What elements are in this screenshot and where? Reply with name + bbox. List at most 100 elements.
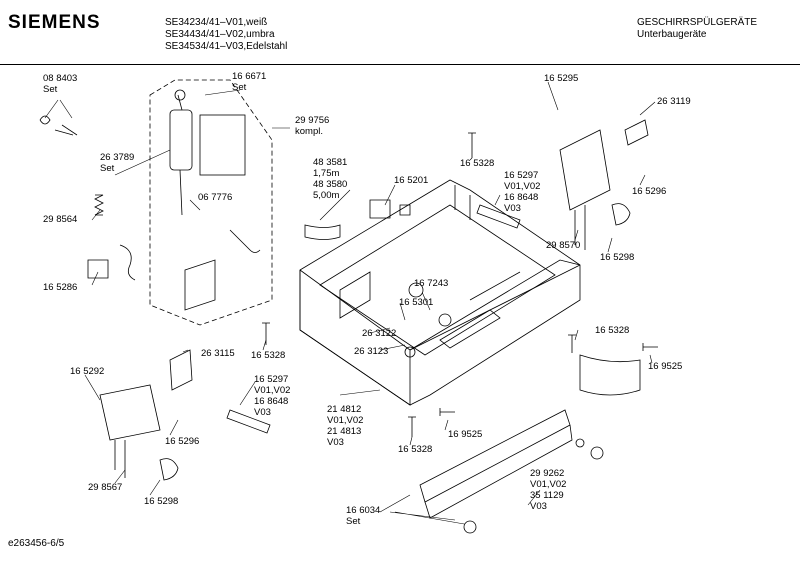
part-label-165301: 16 5301 xyxy=(399,297,433,308)
part-label-165328: 16 5328 xyxy=(398,444,432,455)
bracket-small xyxy=(624,119,649,146)
part-label-299262: 29 9262 V01,V02 35 1129 V03 xyxy=(530,468,566,512)
model-line: SE34534/41–V03,Edelstahl xyxy=(165,41,288,52)
part-number: 16 9525 xyxy=(648,361,683,372)
hose-clamp xyxy=(39,115,78,136)
category-title: GESCHIRRSPÜLGERÄTE xyxy=(637,17,758,28)
part-number: 29 8570 xyxy=(546,240,581,251)
sensor-left xyxy=(159,458,179,481)
part-note: Set xyxy=(232,82,247,93)
part-number: 16 9525 xyxy=(448,429,483,440)
part-label-165297: 16 5297 V01,V02 16 8648 V03 xyxy=(504,170,540,214)
connector-pair xyxy=(369,199,411,219)
part-number: 35 1129 xyxy=(530,490,564,501)
part-label-166034: 16 6034 Set xyxy=(346,505,380,527)
part-number: 16 5298 xyxy=(600,252,635,263)
part-label-263119: 26 3119 xyxy=(657,96,691,107)
part-label-167243: 16 7243 xyxy=(414,278,448,289)
part-label-263115: 26 3115 xyxy=(201,348,235,359)
part-number: 16 5298 xyxy=(144,496,179,507)
screws xyxy=(262,132,658,437)
part-number: 16 5328 xyxy=(460,158,495,169)
part-number: 16 5295 xyxy=(544,73,579,84)
part-label-165292: 16 5292 xyxy=(70,366,104,377)
part-note: kompl. xyxy=(295,126,323,137)
sensor-right xyxy=(611,203,631,226)
part-label-169525: 16 9525 xyxy=(648,361,682,372)
part-note: V03 xyxy=(530,501,547,512)
part-note: V01,V02 xyxy=(504,181,541,192)
part-number: 08 8403 xyxy=(43,73,78,84)
part-label-067776: 06 7776 xyxy=(198,192,232,203)
part-label-263789: 26 3789 Set xyxy=(100,152,134,174)
leader-lines xyxy=(44,81,656,526)
part-number: 16 5296 xyxy=(165,436,200,447)
part-label-165298: 16 5298 xyxy=(600,252,634,263)
part-number: 16 5328 xyxy=(398,444,433,455)
part-label-298567: 29 8567 xyxy=(88,482,122,493)
part-number: 26 3123 xyxy=(354,346,389,357)
knob xyxy=(463,520,477,534)
part-number: 29 9262 xyxy=(530,468,565,479)
part-number: 16 5301 xyxy=(399,297,434,308)
bracket-left-small xyxy=(169,349,193,391)
part-label-165296: 16 5296 xyxy=(165,436,199,447)
part-number: 48 3580 xyxy=(313,179,348,190)
part-number: 16 8648 xyxy=(504,192,539,203)
brand-logo: SIEMENS xyxy=(8,12,101,33)
part-number: 16 5328 xyxy=(595,325,630,336)
model-line: SE34234/41–V01,weiß xyxy=(165,17,268,28)
part-number: 26 3122 xyxy=(362,328,397,339)
part-number: 16 5201 xyxy=(394,175,429,186)
part-number: 16 8648 xyxy=(254,396,289,407)
ring-seal xyxy=(408,282,424,298)
part-number: 16 6671 xyxy=(232,71,267,82)
heater-element-left xyxy=(226,409,271,434)
part-label-165328: 16 5328 xyxy=(251,350,285,361)
part-number: 06 7776 xyxy=(198,192,233,203)
part-note: Set xyxy=(346,516,361,527)
tub-base xyxy=(299,179,581,406)
part-note: Set xyxy=(100,163,115,174)
round-cap-small xyxy=(575,438,585,448)
part-note: V03 xyxy=(254,407,271,418)
hose xyxy=(119,244,136,281)
part-label-483581: 48 3581 1,75m 48 3580 5,00m xyxy=(313,157,347,201)
bracket-right xyxy=(559,129,611,250)
part-number: 29 8567 xyxy=(88,482,123,493)
part-label-088403: 08 8403 Set xyxy=(43,73,77,95)
part-number: 16 6034 xyxy=(346,505,381,516)
part-number: 16 5286 xyxy=(43,282,78,293)
part-number: 16 5297 xyxy=(504,170,539,181)
category-block: GESCHIRRSPÜLGERÄTE Unterbaugeräte xyxy=(637,17,757,41)
part-label-263123: 26 3123 xyxy=(354,346,388,357)
part-note: V01,V02 xyxy=(254,385,291,396)
part-label-299756: 29 9756 kompl. xyxy=(295,115,329,137)
part-number: 16 5328 xyxy=(251,350,286,361)
part-label-165328: 16 5328 xyxy=(460,158,494,169)
part-number: 21 4813 xyxy=(327,426,362,437)
part-number: 48 3581 xyxy=(313,157,348,168)
drawing-id: e263456-6/5 xyxy=(8,538,65,549)
part-number: 21 4812 xyxy=(327,404,362,415)
subcategory-title: Unterbaugeräte xyxy=(637,29,707,40)
round-cap xyxy=(590,446,604,460)
part-label-165297: 16 5297 V01,V02 16 8648 V03 xyxy=(254,374,290,418)
part-note: V01,V02 xyxy=(327,415,364,426)
part-label-298570: 29 8570 xyxy=(546,240,580,251)
part-label-263122: 26 3122 xyxy=(362,328,396,339)
part-number: 16 7243 xyxy=(414,278,449,289)
part-label-214812: 21 4812 V01,V02 21 4813 V03 xyxy=(327,404,363,448)
pump-assembly xyxy=(169,89,261,311)
part-number: 26 3115 xyxy=(201,348,235,359)
part-label-165298: 16 5298 xyxy=(144,496,178,507)
heater-element xyxy=(476,204,521,229)
part-label-165295: 16 5295 xyxy=(544,73,578,84)
part-note: 5,00m xyxy=(313,190,340,201)
part-note: V01,V02 xyxy=(530,479,567,490)
part-label-165296: 16 5296 xyxy=(632,186,666,197)
part-number: 29 8564 xyxy=(43,214,78,225)
part-label-165328: 16 5328 xyxy=(595,325,629,336)
part-label-298564: 29 8564 xyxy=(43,214,77,225)
